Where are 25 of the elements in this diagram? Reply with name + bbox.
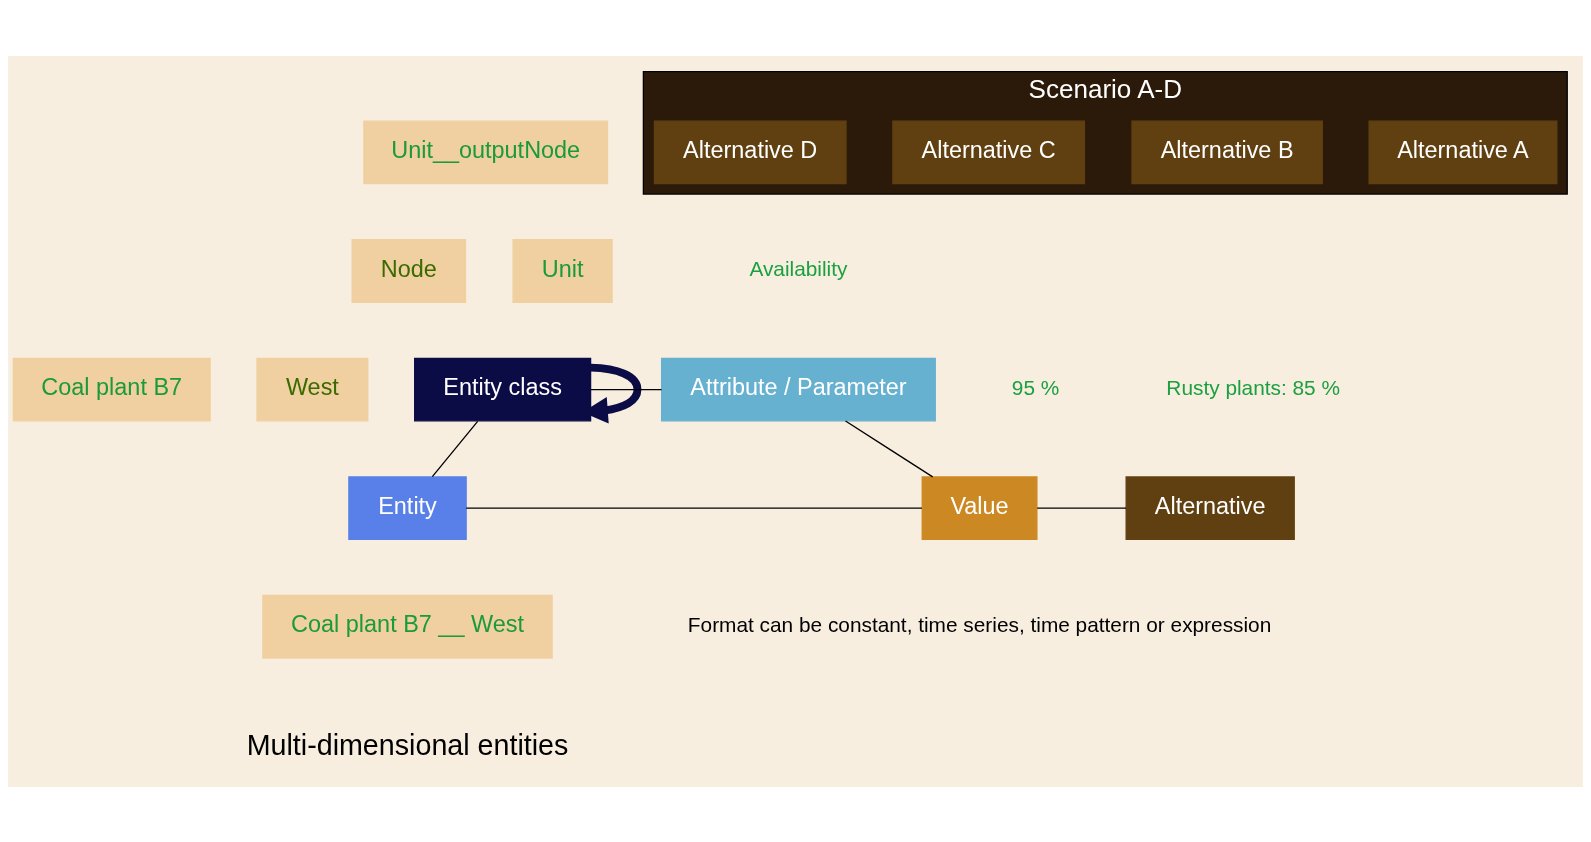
node-label: Availability: [749, 256, 848, 280]
node-box: Coal plant B7 __ West: [262, 594, 553, 659]
connector: [431, 420, 479, 477]
connector: [844, 419, 934, 477]
node-label: Rusty plants: 85 %: [1166, 375, 1341, 399]
node-box: Coal plant B7: [12, 357, 211, 421]
node-box: Unit__outputNode: [363, 120, 609, 184]
node-box: Alternative C: [892, 120, 1086, 184]
connector: [590, 388, 663, 390]
connector: [1036, 507, 1127, 509]
node-box: Alternative: [1125, 475, 1295, 540]
label: Multi-dimensional entities: [246, 728, 569, 761]
node-box: Value: [921, 475, 1038, 540]
node-box: Entity: [348, 475, 467, 540]
node-box: Unit: [512, 238, 613, 303]
connector: [465, 507, 923, 509]
node-box: West: [256, 357, 369, 421]
node-box: Alternative D: [653, 120, 847, 184]
node-box: Node: [351, 238, 467, 303]
node-box: Alternative A: [1368, 120, 1558, 184]
node-label: 95 %: [1011, 375, 1060, 399]
node-box: Attribute / Parameter: [660, 357, 936, 421]
node-box: Entity class: [414, 357, 592, 421]
node-label: Format can be constant, time series, time pattern or expression: [687, 612, 1272, 636]
node-box: Alternative B: [1131, 120, 1323, 184]
